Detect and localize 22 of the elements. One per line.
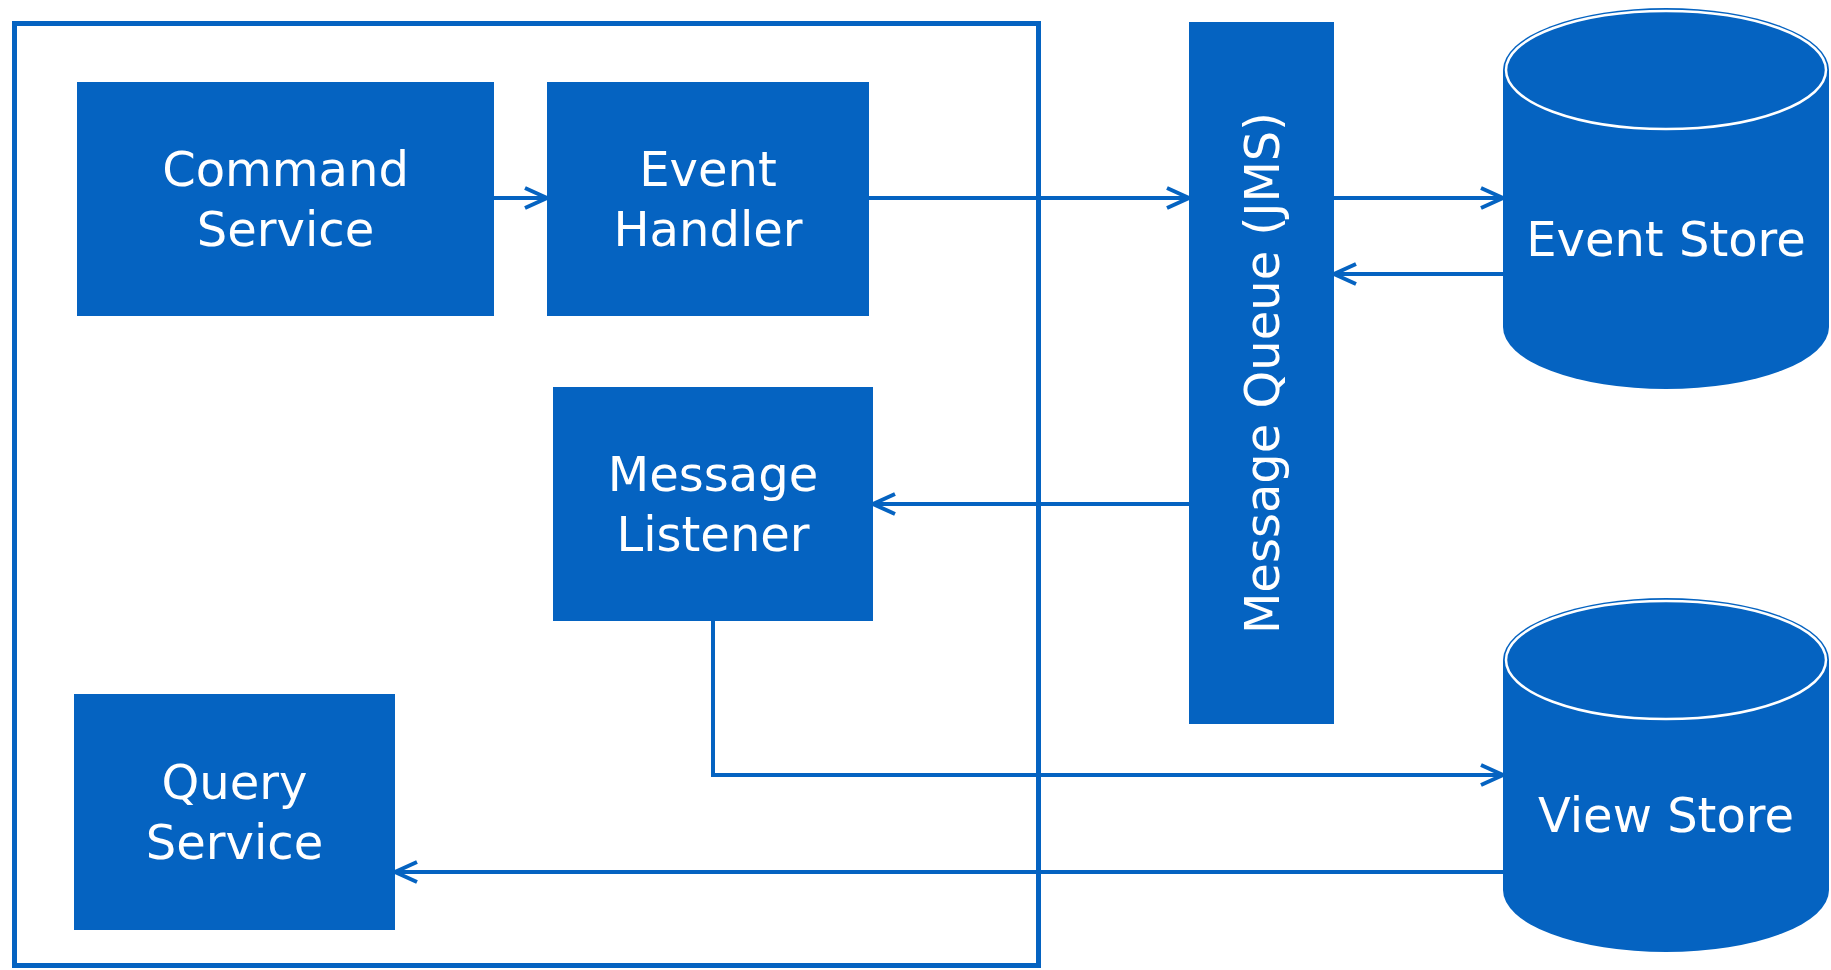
arrow [1334, 186, 1505, 210]
node-label: View Store [1538, 786, 1794, 846]
arrow [711, 621, 1505, 787]
arrow [494, 186, 549, 210]
arrow [393, 860, 1503, 884]
node-label: Query Service [144, 753, 325, 872]
node-label: Message Queue (JMS) [1232, 111, 1291, 635]
database-cylinder [1503, 598, 1829, 952]
queue-bar [1189, 22, 1334, 724]
process-box [74, 694, 395, 930]
node-label: Message Listener [606, 445, 820, 564]
process-box [547, 82, 869, 316]
arrow [871, 492, 1189, 516]
node-label: Event Handler [612, 140, 804, 259]
arrow [869, 186, 1191, 210]
frame-box [12, 21, 1041, 968]
node-label: Event Store [1526, 209, 1806, 269]
database-cylinder [1503, 8, 1829, 389]
node-label: Command Service [161, 140, 410, 259]
process-box [77, 82, 494, 316]
arrow [1332, 262, 1503, 286]
process-box [553, 387, 873, 621]
